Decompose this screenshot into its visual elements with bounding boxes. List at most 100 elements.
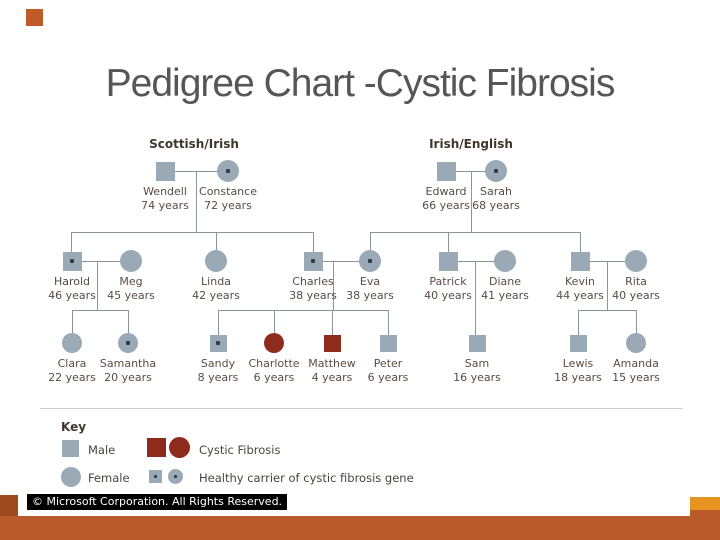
person-name: Rita: [625, 275, 647, 288]
person-symbol: [359, 250, 381, 272]
person-age: 68 years: [472, 199, 520, 212]
person-name: Kevin: [565, 275, 595, 288]
connector-line: [448, 261, 505, 262]
footer-right-accent-orange: [690, 497, 720, 510]
person-symbol: [120, 250, 142, 272]
person-name: Harold: [53, 275, 91, 288]
page-title: Pedigree Chart -Cystic Fibrosis: [105, 62, 616, 106]
person-symbol: [118, 333, 138, 353]
person-name: Eva: [359, 275, 381, 288]
person-name: Sandy: [200, 357, 236, 370]
connector-line: [72, 261, 131, 262]
key-affected-circle-icon: [169, 437, 190, 458]
person-name: Charlotte: [248, 357, 300, 370]
key-affected-label: Cystic Fibrosis: [199, 443, 281, 457]
connector-line: [578, 310, 636, 311]
carrier-dot-icon: [154, 475, 157, 478]
connector-line: [313, 232, 314, 253]
person-name: Samantha: [99, 357, 157, 370]
person-age: 6 years: [367, 371, 409, 384]
connector-line: [370, 232, 371, 252]
person-symbol: [62, 333, 82, 353]
person-symbol: [155, 161, 175, 181]
person-age: 20 years: [104, 371, 152, 384]
carrier-dot-icon: [174, 475, 177, 478]
person-symbol: [569, 334, 587, 352]
footer-left-accent: [0, 495, 18, 516]
person-symbol: [570, 251, 590, 271]
person-symbol: [625, 250, 647, 272]
person-symbol: [494, 250, 516, 272]
person-symbol: [264, 333, 284, 353]
carrier-dot-icon: [126, 341, 130, 345]
person-symbol: [323, 334, 341, 352]
connector-line: [71, 232, 313, 233]
connector-line: [636, 310, 637, 334]
person-age: 22 years: [48, 371, 96, 384]
connector-line: [332, 310, 333, 336]
person-symbol: [626, 333, 646, 353]
person-age: 4 years: [311, 371, 353, 384]
person-age: 41 years: [481, 289, 529, 302]
heritage-label: Irish/English: [429, 137, 513, 151]
person-name: Constance: [199, 185, 257, 198]
person-symbol: [468, 334, 486, 352]
person-age: 16 years: [453, 371, 501, 384]
connector-line: [388, 310, 389, 336]
connector-line: [97, 261, 98, 310]
person-age: 18 years: [554, 371, 602, 384]
key-male-label: Male: [88, 443, 116, 457]
key-carrier-circle-icon: [168, 469, 183, 484]
connector-line: [471, 171, 472, 232]
footer-band: [0, 516, 720, 540]
carrier-dot-icon: [311, 259, 315, 263]
connector-line: [71, 232, 72, 253]
person-age: 38 years: [346, 289, 394, 302]
person-age: 15 years: [612, 371, 660, 384]
person-name: Sarah: [480, 185, 512, 198]
person-name: Lewis: [562, 357, 594, 370]
heritage-label: Scottish/Irish: [149, 137, 239, 151]
connector-line: [274, 310, 275, 334]
connector-line: [218, 310, 388, 311]
person-symbol: [205, 250, 227, 272]
key-female-icon: [61, 467, 81, 487]
carrier-dot-icon: [70, 259, 74, 263]
footer-right-accent-rust: [690, 510, 720, 516]
person-age: 45 years: [107, 289, 155, 302]
person-symbol: [303, 251, 323, 271]
person-age: 72 years: [204, 199, 252, 212]
connector-line: [72, 310, 73, 335]
connector-line: [72, 310, 128, 311]
person-name: Sam: [464, 357, 490, 370]
carrier-dot-icon: [368, 259, 372, 263]
copyright-bar: © Microsoft Corporation. All Rights Rese…: [27, 494, 288, 510]
connector-line: [448, 232, 449, 253]
person-name: Charles: [292, 275, 334, 288]
person-symbol: [485, 160, 507, 182]
connector-line: [578, 310, 579, 336]
connector-line: [196, 171, 197, 232]
key-female-label: Female: [88, 471, 130, 485]
person-age: 40 years: [612, 289, 660, 302]
person-age: 42 years: [192, 289, 240, 302]
person-name: Wendell: [143, 185, 187, 198]
key-heading: Key: [61, 420, 87, 434]
person-name: Patrick: [429, 275, 467, 288]
person-age: 6 years: [253, 371, 295, 384]
key-affected-square-icon: [147, 438, 166, 457]
connector-line: [370, 232, 580, 233]
person-name: Diane: [488, 275, 522, 288]
connector-line: [580, 261, 636, 262]
carrier-dot-icon: [216, 341, 220, 345]
connector-line: [216, 232, 217, 252]
connector-line: [580, 232, 581, 253]
carrier-dot-icon: [226, 169, 230, 173]
person-age: 74 years: [141, 199, 189, 212]
person-symbol: [438, 251, 458, 271]
connector-line: [475, 261, 476, 336]
person-age: 46 years: [48, 289, 96, 302]
connector-line: [218, 310, 219, 336]
